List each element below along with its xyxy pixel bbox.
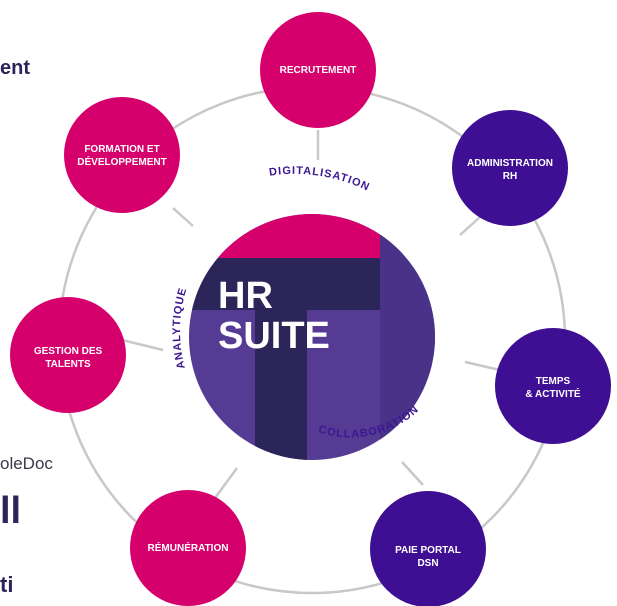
node-circle[interactable] <box>452 110 568 226</box>
background-text-ent: ent <box>0 57 30 79</box>
background-text-oledoc: oleDoc <box>0 454 53 473</box>
node-circle[interactable] <box>370 491 486 606</box>
node-label: DÉVELOPPEMENT <box>77 155 166 168</box>
node-remuneration[interactable]: RÉMUNÉRATION <box>130 490 246 606</box>
connector-line <box>401 461 424 486</box>
node-circle[interactable] <box>260 12 376 128</box>
node-circle[interactable] <box>495 328 611 444</box>
node-paie-portal-dsn[interactable]: PAIE PORTAL DSN <box>370 491 486 606</box>
node-label: RH <box>503 171 517 182</box>
node-formation-developpement[interactable]: FORMATION ET DÉVELOPPEMENT <box>64 97 180 213</box>
node-gestion-des-talents[interactable]: GESTION DES TALENTS <box>10 297 126 413</box>
node-label: & ACTIVITÉ <box>525 387 581 400</box>
node-label: PAIE PORTAL <box>395 545 461 556</box>
node-administration-rh[interactable]: ADMINISTRATION RH <box>452 110 568 226</box>
arc-label-digitalisation: DIGITALISATION <box>268 165 371 194</box>
node-label: TEMPS <box>536 376 571 387</box>
connector-line <box>172 207 194 227</box>
background-text-ll: ll <box>0 490 22 532</box>
node-label: RECRUTEMENT <box>280 65 357 76</box>
connector-line <box>464 360 501 372</box>
node-label: RÉMUNÉRATION <box>148 541 229 554</box>
node-label: GESTION DES <box>34 346 103 357</box>
node-circle[interactable] <box>130 490 246 606</box>
connector-line <box>213 467 239 499</box>
node-label: TALENTS <box>45 359 91 370</box>
node-circle[interactable] <box>10 297 126 413</box>
hub-title-hr: HR <box>218 275 273 317</box>
node-label: FORMATION ET <box>84 144 159 155</box>
node-label: DSN <box>417 558 438 569</box>
node-recrutement[interactable]: RECRUTEMENT <box>260 12 376 128</box>
node-circle[interactable] <box>64 97 180 213</box>
node-label: ADMINISTRATION <box>467 158 553 169</box>
background-text-ti: ti <box>0 572 14 597</box>
connector-line <box>121 338 164 352</box>
hub-title-suite: SUITE <box>218 315 330 357</box>
arc-label-analytique: ANALYTIQUE <box>171 286 189 370</box>
node-temps-activite[interactable]: TEMPS & ACTIVITÉ <box>495 328 611 444</box>
